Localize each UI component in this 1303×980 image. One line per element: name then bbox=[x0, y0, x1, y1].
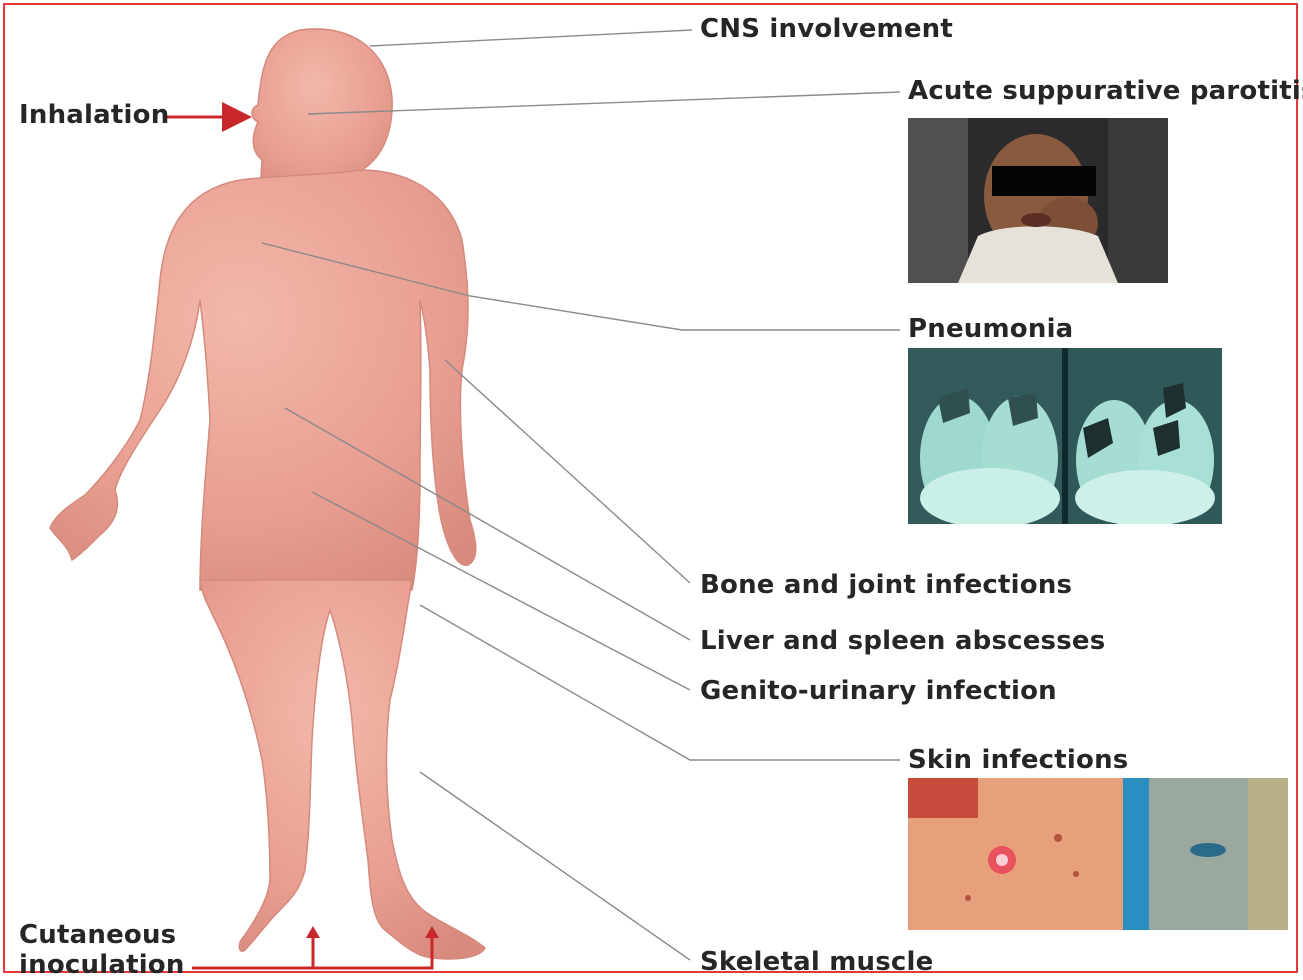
label-genito-urinary-infection: Genito-urinary infection bbox=[700, 676, 1057, 706]
label-liver-and-spleen-abscesses: Liver and spleen abscesses bbox=[700, 626, 1105, 656]
parotitis-photo bbox=[908, 118, 1168, 283]
label-acute-suppurative-parotitis: Acute suppurative parotitis bbox=[908, 76, 1303, 106]
chest-xray-photo bbox=[908, 348, 1222, 524]
skin-infection-photo bbox=[908, 778, 1288, 930]
human-body-figure bbox=[50, 29, 485, 959]
eye-censor-bar bbox=[992, 166, 1096, 196]
label-skin-infections: Skin infections bbox=[908, 745, 1128, 775]
label-cutaneous: Cutaneous bbox=[19, 920, 176, 950]
label-inhalation: Inhalation bbox=[19, 100, 169, 130]
label-bone-and-joint-infections: Bone and joint infections bbox=[700, 570, 1072, 600]
label-skeletal-muscle: Skeletal muscle bbox=[700, 947, 933, 977]
label-cns-involvement: CNS involvement bbox=[700, 14, 953, 44]
label-pneumonia: Pneumonia bbox=[908, 314, 1073, 344]
label-inoculation: inoculation bbox=[19, 950, 185, 980]
